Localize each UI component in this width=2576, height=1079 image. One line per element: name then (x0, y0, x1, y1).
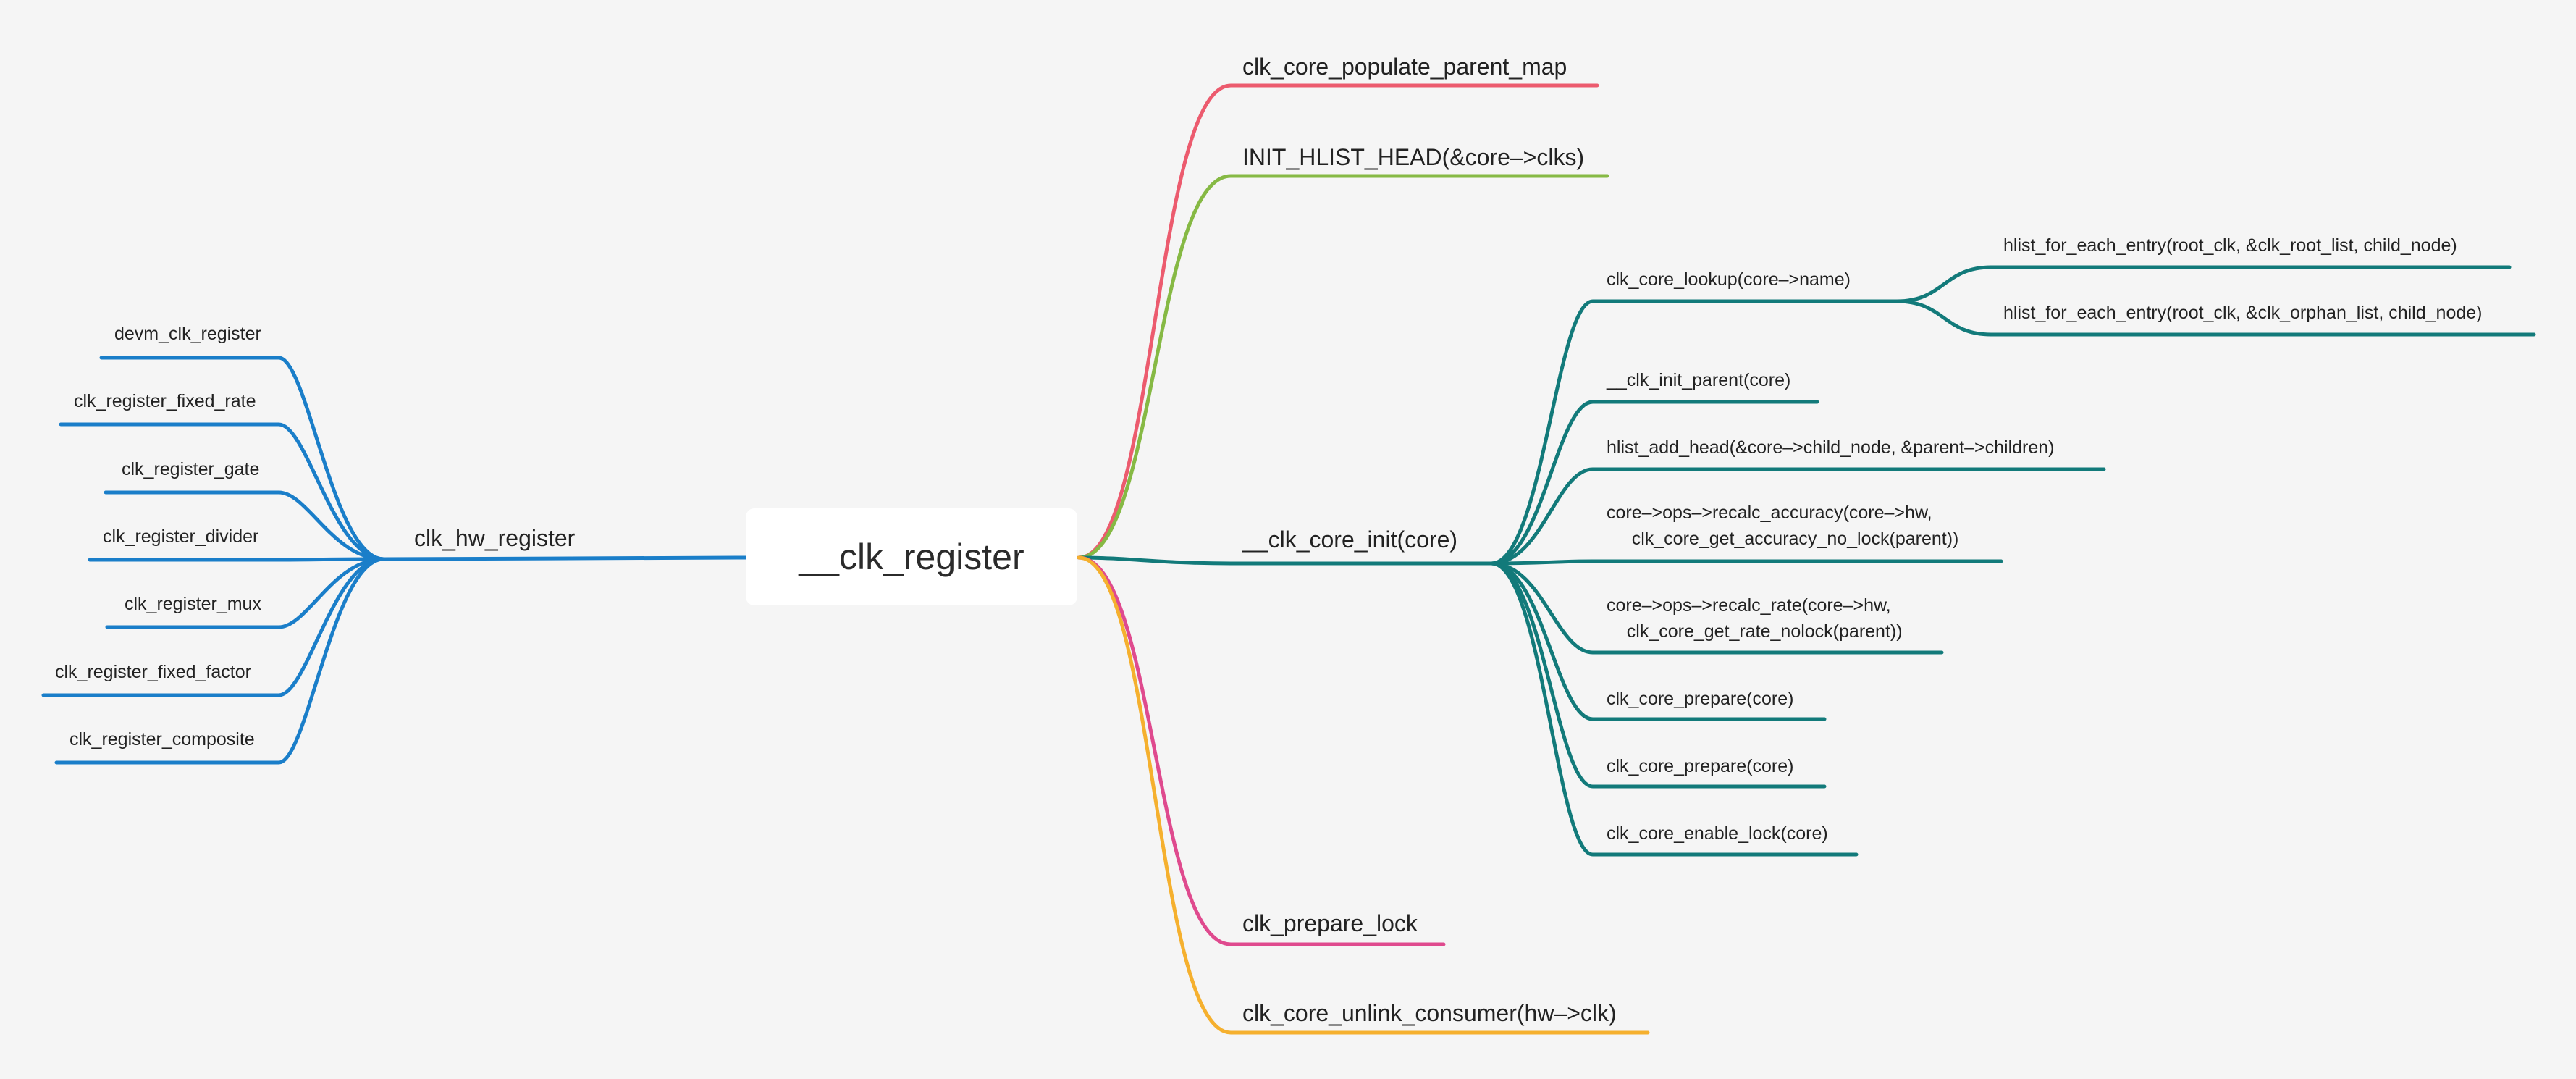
node-clk-core-unlink-consumer[interactable]: clk_core_unlink_consumer(hw–>clk) (1242, 1000, 1617, 1026)
node-clk-core-prepare-2[interactable]: clk_core_prepare(core) (1607, 756, 1794, 776)
connector-left-child-2 (104, 490, 386, 561)
connector-core-init-child-4 (1489, 561, 1944, 655)
connector-left-child-3 (88, 557, 386, 562)
connector-clk-core-init (1077, 555, 1494, 566)
node-devm-clk-register[interactable]: devm_clk_register (114, 324, 261, 344)
connector-left-child-1 (59, 422, 386, 561)
connector-lookup-orphan-list (1895, 299, 2536, 337)
connector-populate-parent-map (1077, 83, 1599, 560)
connector-clk-prepare-lock (1077, 555, 1446, 946)
node-clk-register-gate[interactable]: clk_register_gate (122, 459, 260, 479)
connector-core-init-child-1 (1489, 400, 1819, 566)
node-clk-core-enable-lock[interactable]: clk_core_enable_lock(core) (1607, 823, 1828, 844)
connector-left-child-5 (41, 557, 386, 697)
node-clk-register-fixed-rate[interactable]: clk_register_fixed_rate (74, 391, 256, 411)
root-node-label: __clk_register (799, 537, 1024, 577)
root-node[interactable]: __clk_register (746, 508, 1077, 605)
connector-unlink-consumer (1077, 555, 1650, 1035)
node-hlist-for-each-entry-root[interactable]: hlist_for_each_entry(root_clk, &clk_root… (2003, 235, 2457, 256)
node-clk-register-composite[interactable]: clk_register_composite (70, 729, 255, 750)
connector-core-init-child-5 (1489, 561, 1827, 721)
connector-core-init-child-7 (1489, 561, 1859, 857)
connector-left-child-4 (105, 557, 386, 629)
node-clk-core-lookup[interactable]: clk_core_lookup(core–>name) (1607, 269, 1851, 290)
node-clk-prepare-lock[interactable]: clk_prepare_lock (1242, 910, 1418, 936)
node-clk-register-mux[interactable]: clk_register_mux (125, 594, 261, 614)
node-clk-core-populate-parent-map[interactable]: clk_core_populate_parent_map (1242, 54, 1567, 80)
node-recalc-rate[interactable]: core–>ops–>recalc_rate(core–>hw, clk_cor… (1607, 595, 1903, 642)
connector-core-init-child-6 (1489, 561, 1827, 789)
node-hlist-for-each-entry-orphan[interactable]: hlist_for_each_entry(root_clk, &clk_orph… (2003, 303, 2483, 323)
connector-left-child-0 (99, 356, 386, 561)
node-hlist-add-head[interactable]: hlist_add_head(&core–>child_node, &paren… (1607, 437, 2055, 458)
connector-lookup-root-list (1895, 265, 2512, 303)
node-clk-init-parent[interactable]: __clk_init_parent(core) (1607, 370, 1791, 390)
node-clk-core-prepare-1[interactable]: clk_core_prepare(core) (1607, 689, 1794, 709)
node-clk-hw-register[interactable]: clk_hw_register (414, 525, 576, 551)
node-clk-register-fixed-factor[interactable]: clk_register_fixed_factor (55, 662, 251, 682)
node-init-hlist-head[interactable]: INIT_HLIST_HEAD(&core–>clks) (1242, 144, 1585, 170)
connector-left-child-6 (54, 557, 386, 765)
node-recalc-accuracy[interactable]: core–>ops–>recalc_accuracy(core–>hw, clk… (1607, 503, 1959, 549)
connector-core-init-child-2 (1489, 467, 2106, 566)
connector-root-clk-hw-register (382, 555, 748, 561)
connector-core-init-child-0 (1489, 299, 1899, 566)
node-clk-register-divider[interactable]: clk_register_divider (103, 526, 259, 547)
node-clk-core-init[interactable]: __clk_core_init(core) (1242, 526, 1458, 553)
connector-init-hlist-head (1077, 174, 1609, 560)
connector-core-init-child-3 (1489, 559, 2003, 566)
